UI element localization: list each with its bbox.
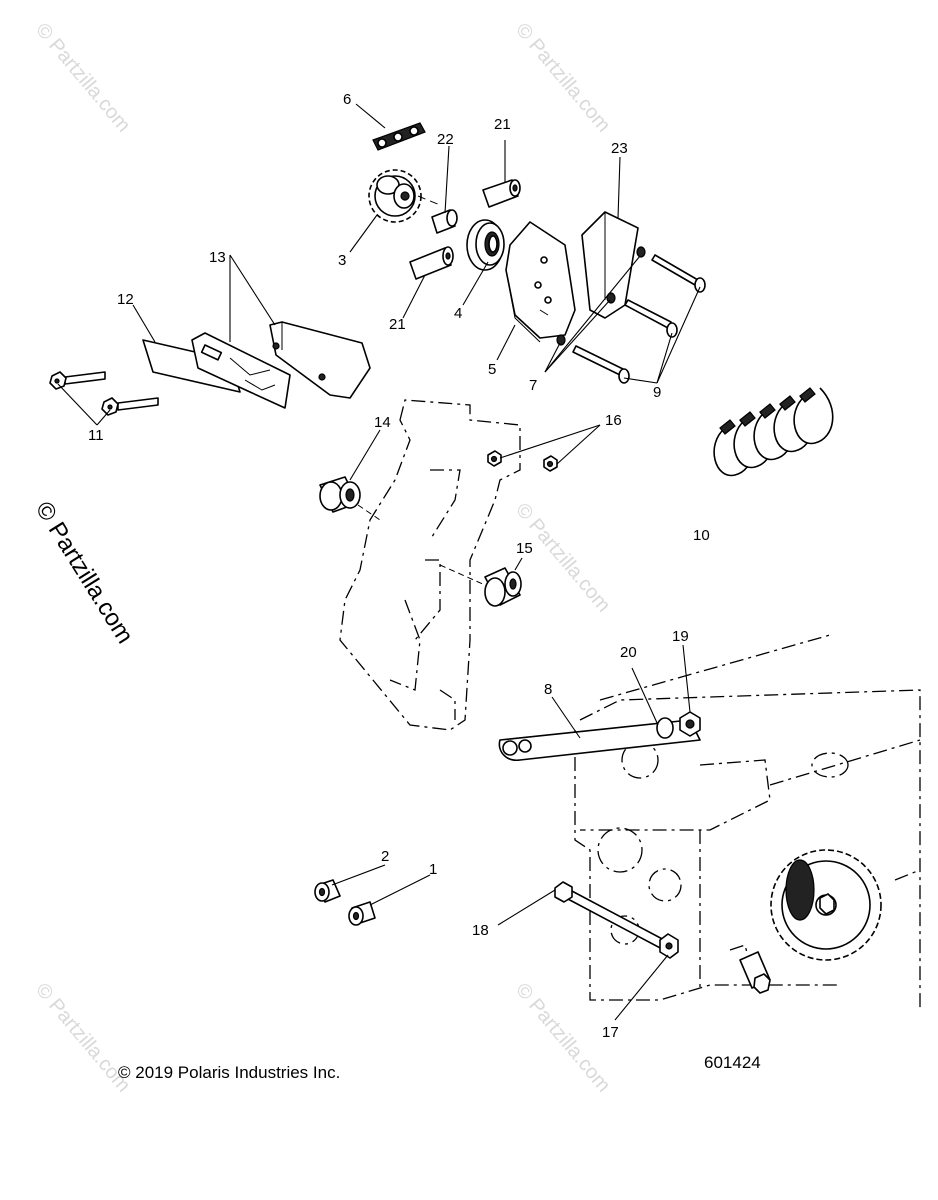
sprocket[interactable]	[368, 169, 422, 223]
torque-arm[interactable]	[498, 719, 701, 761]
callout-13[interactable]: 13	[209, 249, 226, 266]
callout-8[interactable]: 8	[544, 681, 552, 698]
callout-labels: 6 3 22 21 23 21 4 5 7 9 13 12 11 16 14 1…	[88, 91, 710, 1041]
callout-18[interactable]: 18	[472, 922, 489, 939]
callout-11[interactable]: 11	[88, 427, 104, 444]
bearing[interactable]	[466, 219, 505, 271]
callout-2[interactable]: 2	[381, 848, 389, 865]
callout-7[interactable]: 7	[529, 377, 537, 394]
callout-22[interactable]: 22	[437, 131, 454, 148]
callout-14[interactable]: 14	[374, 414, 391, 431]
callout-1[interactable]: 1	[429, 861, 437, 878]
tensioner-plate[interactable]	[505, 221, 576, 343]
watermark-bottom-center: © Partzilla.com	[511, 979, 614, 1096]
spacer-upper[interactable]	[482, 179, 521, 208]
callout-16[interactable]: 16	[605, 412, 622, 429]
bushing-upper[interactable]	[319, 476, 361, 513]
frame-nuts[interactable]	[487, 450, 558, 472]
callout-21-bottom[interactable]: 21	[389, 316, 406, 333]
watermarks: © Partzilla.com © Partzilla.com © Partzi…	[30, 19, 615, 1096]
leader-lines	[57, 103, 701, 1021]
callout-6[interactable]: 6	[343, 91, 351, 108]
spacer-sleeve[interactable]	[431, 209, 458, 234]
bushing-lower[interactable]	[484, 567, 522, 607]
slider-pad[interactable]	[269, 321, 371, 399]
drive-sprocket	[770, 849, 882, 961]
callout-20[interactable]: 20	[620, 644, 637, 661]
arm-nut[interactable]	[679, 711, 701, 737]
arm-washer[interactable]	[656, 717, 674, 739]
chaincase-ghost-outline	[339, 399, 921, 1010]
callout-4[interactable]: 4	[454, 305, 462, 322]
flanged-bushing-1[interactable]	[348, 901, 376, 926]
watermark-top-left: © Partzilla.com	[31, 19, 134, 136]
callout-10[interactable]: 10	[693, 527, 710, 544]
long-bolt[interactable]	[554, 881, 679, 959]
callout-21-top[interactable]: 21	[494, 116, 511, 133]
copyright-notice: © 2019 Polaris Industries Inc.	[118, 1063, 340, 1082]
bolt-set[interactable]	[572, 254, 706, 384]
diagram-number: 601424	[704, 1053, 761, 1072]
callout-12[interactable]: 12	[117, 291, 134, 308]
chain-link[interactable]	[372, 122, 426, 151]
nut-set[interactable]	[556, 246, 646, 346]
callout-3[interactable]: 3	[338, 252, 346, 269]
callout-5[interactable]: 5	[488, 361, 496, 378]
spacer-lower[interactable]	[409, 246, 454, 280]
watermark-top-center: © Partzilla.com	[511, 19, 614, 136]
cable-ties[interactable]	[713, 387, 834, 477]
callout-23[interactable]: 23	[611, 140, 628, 157]
pad-bolts[interactable]	[49, 371, 159, 416]
callout-15[interactable]: 15	[516, 540, 533, 557]
slider-block[interactable]	[191, 332, 291, 409]
watermark-mid-center: © Partzilla.com	[511, 499, 614, 616]
callout-9[interactable]: 9	[653, 384, 661, 401]
callout-19[interactable]: 19	[672, 628, 689, 645]
watermark-side: © Partzilla.com	[30, 497, 139, 648]
flanged-bushing-2[interactable]	[314, 879, 341, 903]
callout-17[interactable]: 17	[602, 1024, 619, 1041]
adjuster-nut	[739, 951, 771, 994]
